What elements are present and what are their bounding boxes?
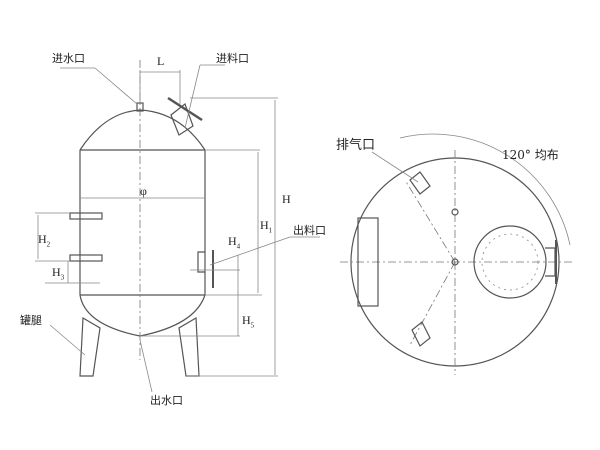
dim-h2: H2 — [38, 232, 50, 248]
dim-h4-letter: H — [228, 234, 237, 248]
feed-outlet-label: 出料口 — [293, 224, 326, 237]
angle-note: 120° 均布 — [502, 148, 559, 162]
dim-h3: H3 — [52, 265, 64, 281]
dim-h5-letter: H — [242, 313, 251, 327]
dim-h4-subscript: 4 — [236, 242, 241, 251]
dim-l: L — [157, 54, 165, 68]
vent-label: 排气口 — [336, 138, 376, 153]
dim-h2-letter: H — [38, 232, 47, 246]
dim-h: H — [282, 192, 291, 206]
dim-h1-subscript: 1 — [268, 226, 273, 235]
water-inlet-label: 进水口 — [52, 52, 85, 65]
dim-h4: H4 — [228, 234, 240, 250]
water-outlet-label: 出水口 — [150, 394, 183, 407]
front-view — [35, 60, 320, 393]
dim-h5-subscript: 5 — [250, 321, 255, 330]
dim-h1: H1 — [260, 218, 272, 234]
dim-h2-subscript: 2 — [46, 240, 51, 249]
dim-h5: H5 — [242, 313, 254, 329]
dim-h3-letter: H — [52, 265, 61, 279]
feed-inlet-label: 进料口 — [216, 52, 249, 65]
dim-h1-letter: H — [260, 218, 269, 232]
dim-h3-subscript: 3 — [60, 273, 65, 282]
legs-label: 罐腿 — [20, 314, 42, 327]
dim-phi: φ — [140, 184, 147, 198]
top-view — [340, 133, 575, 375]
